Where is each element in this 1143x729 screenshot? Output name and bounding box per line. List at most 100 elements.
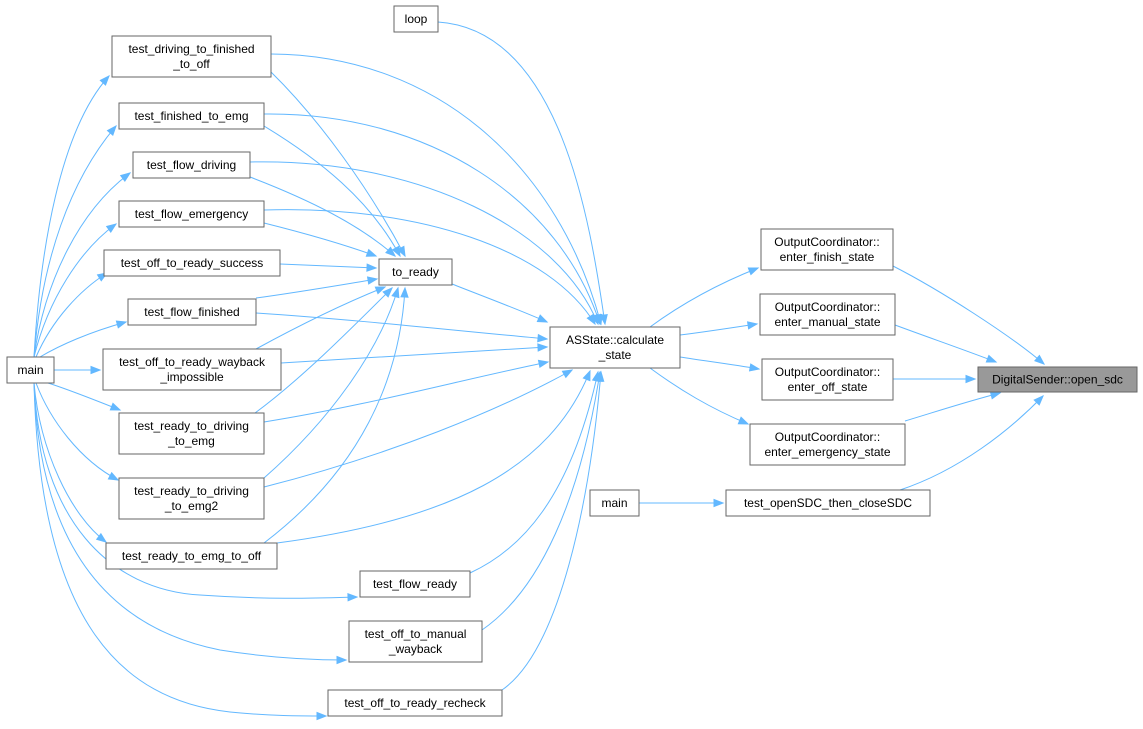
node-label: _impossible	[159, 370, 224, 384]
node-t-off-recheck[interactable]: test_off_to_ready_recheck	[327, 689, 503, 717]
node-t-flow-emergency[interactable]: test_flow_emergency	[118, 200, 265, 228]
edge-calc-to-enter_emg	[649, 367, 750, 425]
node-label: test_off_to_ready_wayback	[119, 355, 266, 369]
node-enter-off[interactable]: OutputCoordinator::enter_off_state	[761, 358, 894, 401]
node-box	[760, 228, 894, 271]
edge-line	[249, 161, 599, 325]
node-label: test_flow_finished	[144, 305, 239, 319]
edge-test_open_close-to-open_sdc	[899, 395, 1044, 491]
node-label: _state	[598, 348, 632, 362]
edge-t_flow_finished-to-calc	[255, 312, 549, 343]
node-box	[132, 151, 251, 179]
edge-arrowhead	[400, 286, 409, 298]
edge-line	[33, 172, 131, 358]
edge-arrowhead	[115, 320, 128, 329]
edge-t_rtd_emg-to-to_ready	[254, 287, 393, 414]
edge-line	[39, 321, 127, 358]
edge-loop-to-calc	[437, 21, 608, 326]
node-to-ready[interactable]: to_ready	[378, 258, 453, 286]
edge-line	[255, 286, 386, 350]
edge-arrowhead	[537, 359, 550, 369]
edge-arrowhead	[382, 287, 393, 298]
edge-line	[33, 125, 117, 358]
edge-calc-to-enter_off	[679, 356, 761, 372]
edge-line	[263, 287, 399, 479]
node-t-off-ready-success[interactable]: test_off_to_ready_success	[103, 249, 281, 277]
edge-arrowhead	[1033, 395, 1044, 406]
edge-t_flow_driving-to-calc	[249, 161, 599, 326]
edge-line	[33, 382, 107, 543]
edge-main_left-to-t_off_ready_wayback	[54, 365, 102, 375]
edge-arrowhead	[119, 172, 132, 183]
node-t-fin-emg[interactable]: test_finished_to_emg	[118, 102, 265, 130]
node-t-flow-ready[interactable]: test_flow_ready	[359, 570, 471, 598]
edge-main_left-to-t_dtf_off	[33, 74, 110, 358]
node-t-flow-driving[interactable]: test_flow_driving	[132, 151, 251, 179]
edge-line	[649, 267, 759, 328]
edge-arrowhead	[713, 498, 725, 508]
node-box	[327, 689, 503, 717]
edge-arrowhead	[106, 124, 117, 136]
node-loop[interactable]: loop	[393, 5, 439, 33]
node-enter-emg[interactable]: OutputCoordinator::enter_emergency_state	[749, 423, 906, 466]
edge-main_left-to-t_off_ready_success	[35, 272, 109, 358]
node-box	[105, 542, 278, 570]
edge-line	[249, 176, 396, 257]
node-box	[6, 356, 55, 384]
edge-arrowhead	[347, 593, 359, 602]
node-t-off-manual[interactable]: test_off_to_manual_wayback	[348, 620, 483, 663]
node-t-rtd-emg2[interactable]: test_ready_to_driving_to_emg2	[118, 477, 265, 520]
edge-line	[679, 356, 760, 370]
edge-arrowhead	[537, 333, 549, 343]
edge-main_left-to-t_ready_emg_off	[33, 382, 108, 543]
edge-line	[33, 382, 327, 717]
node-box	[127, 298, 257, 326]
node-label: enter_off_state	[788, 380, 868, 394]
node-label: test_off_to_manual	[365, 627, 467, 641]
edge-line	[276, 370, 591, 544]
edge-calc-to-enter_manual	[679, 321, 759, 336]
edge-arrowhead	[985, 354, 998, 363]
edge-arrowhead	[336, 655, 348, 665]
edge-line	[255, 278, 378, 299]
node-label: DigitalSender::open_sdc	[992, 373, 1123, 387]
edge-arrowhead	[374, 286, 387, 295]
node-label: test_ready_to_driving	[134, 419, 249, 433]
node-test-open-close[interactable]: test_openSDC_then_closeSDC	[725, 489, 931, 517]
node-t-ready-emg-off[interactable]: test_ready_to_emg_to_off	[105, 542, 278, 570]
edge-main_left-to-t_flow_emergency	[33, 223, 118, 358]
node-label: test_off_to_ready_recheck	[344, 696, 486, 710]
node-enter-finish[interactable]: OutputCoordinator::enter_finish_state	[760, 228, 894, 271]
edge-main_left-to-t_rtd_emg	[47, 382, 122, 411]
edge-main_left-to-t_flow_driving	[33, 172, 132, 358]
edge-enter_off-to-open_sdc	[893, 374, 977, 384]
edge-t_fin_emg-to-to_ready	[263, 125, 401, 258]
node-calc[interactable]: ASState::calculate_state	[549, 326, 681, 369]
node-main-right[interactable]: main	[589, 489, 640, 517]
node-label: _to_off	[172, 57, 210, 71]
node-box	[589, 489, 640, 517]
edge-line	[263, 287, 406, 544]
edge-line	[270, 71, 406, 257]
node-box	[111, 35, 272, 78]
node-label: test_finished_to_emg	[134, 109, 248, 123]
node-label: enter_finish_state	[780, 250, 875, 264]
node-open-sdc[interactable]: DigitalSender::open_sdc	[977, 366, 1138, 393]
node-box	[549, 326, 681, 369]
edge-arrowhead	[90, 365, 102, 375]
node-enter-manual[interactable]: OutputCoordinator::enter_manual_state	[759, 293, 896, 336]
edge-t_dtf_off-to-to_ready	[270, 71, 406, 258]
edge-arrowhead	[595, 370, 605, 382]
node-t-dtf-off[interactable]: test_driving_to_finished_to_off	[111, 35, 272, 78]
edge-arrowhead	[366, 263, 378, 272]
edge-line	[279, 263, 377, 269]
edge-line	[33, 382, 358, 599]
edge-main_left-to-t_off_recheck	[33, 382, 328, 721]
node-t-flow-finished[interactable]: test_flow_finished	[127, 298, 257, 326]
edge-arrowhead	[1034, 354, 1046, 365]
node-t-off-ready-wayback[interactable]: test_off_to_ready_wayback_impossible	[102, 348, 282, 391]
node-label: OutputCoordinator::	[775, 365, 880, 379]
node-main-left[interactable]: main	[6, 356, 55, 384]
node-t-rtd-emg[interactable]: test_ready_to_driving_to_emg	[118, 412, 265, 455]
node-label: _wayback	[388, 642, 443, 656]
